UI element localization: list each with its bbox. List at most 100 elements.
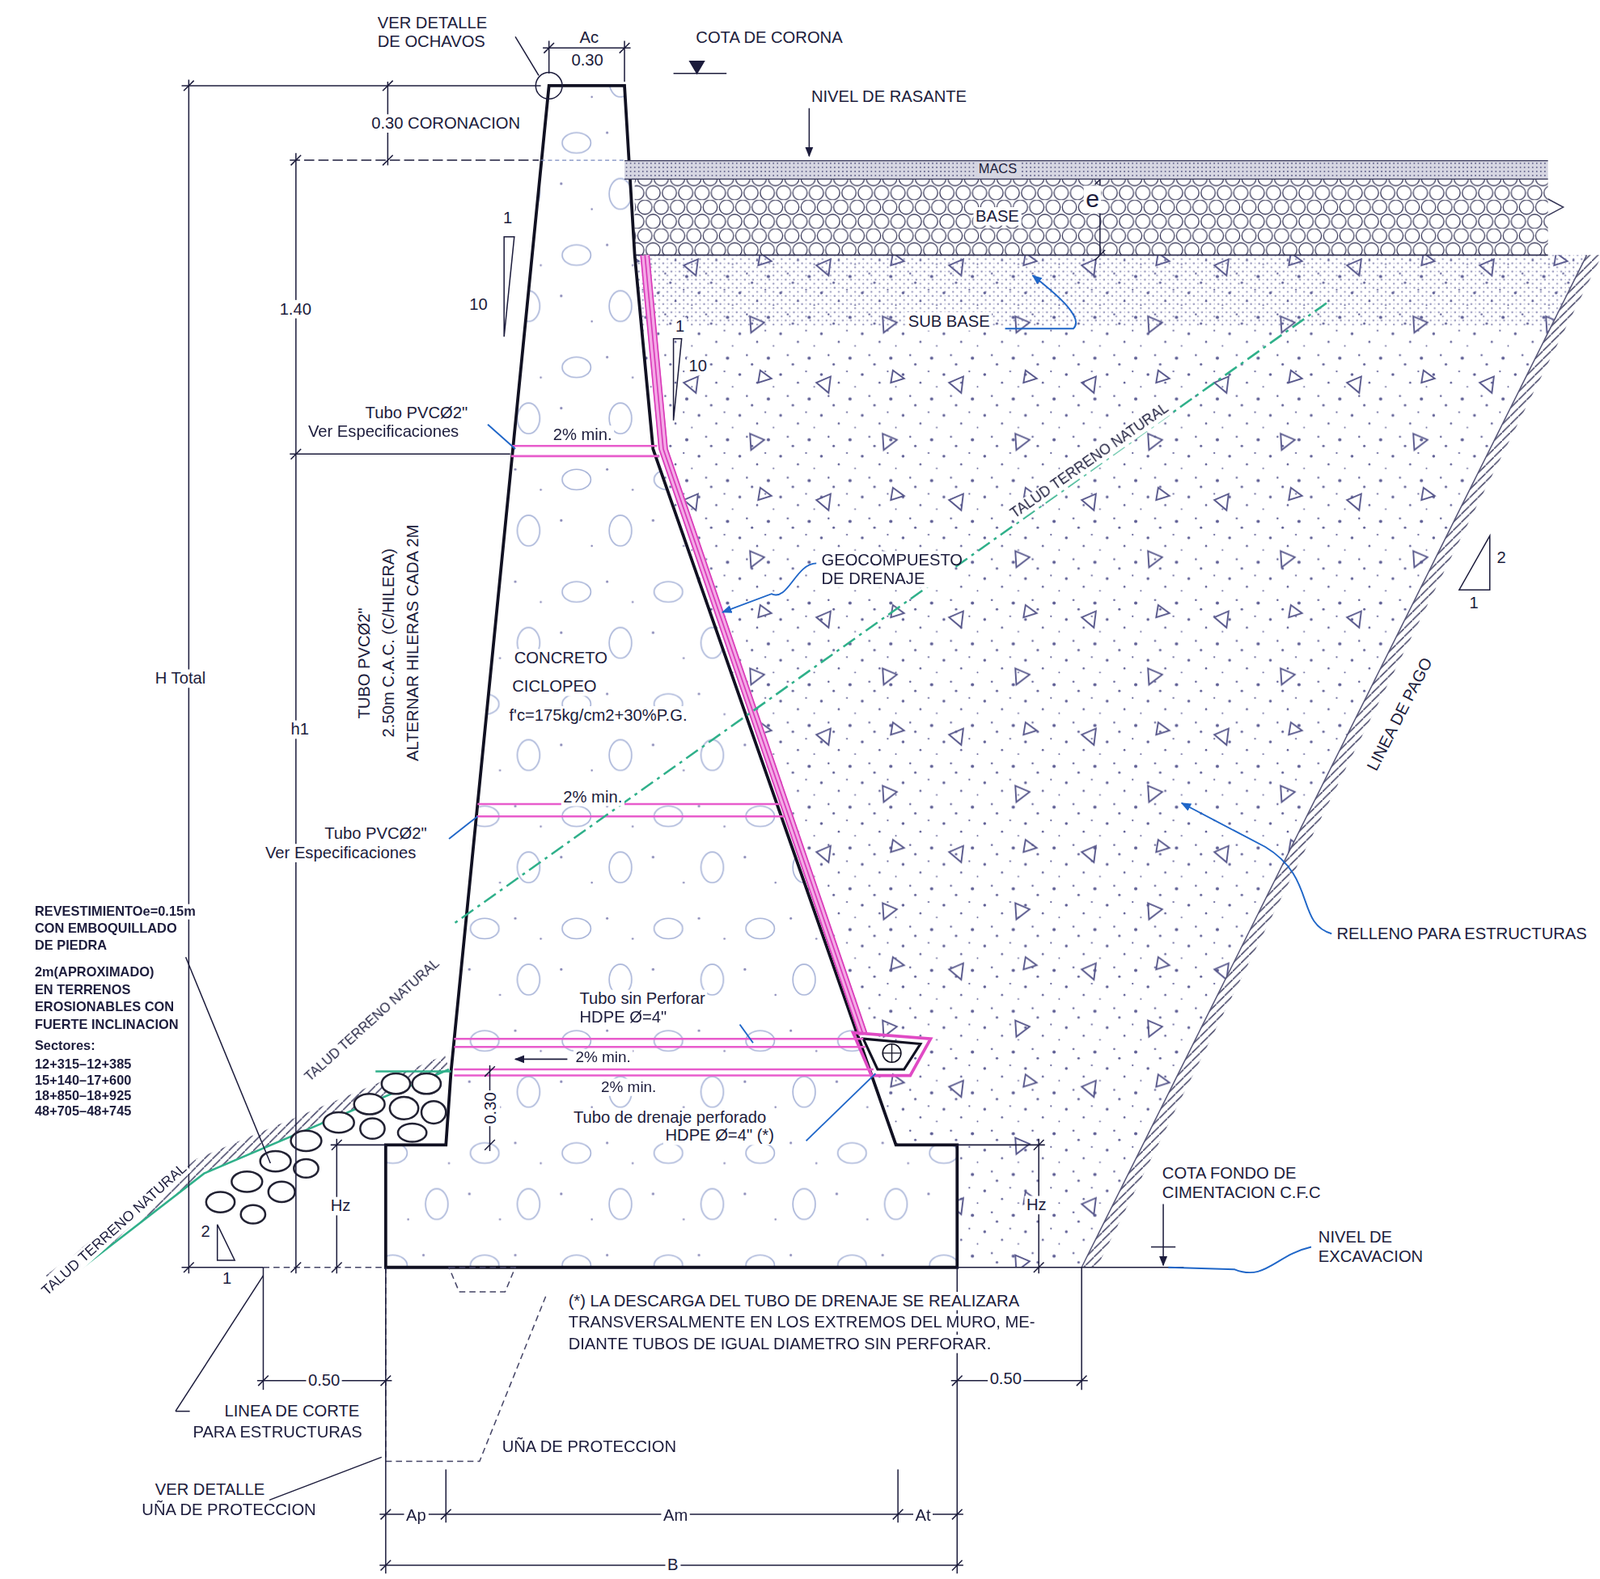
drawing-label: EXCAVACION: [1316, 1248, 1425, 1267]
pavement-layer: MACS: [624, 160, 1549, 180]
drawing-label: PARA ESTRUCTURAS: [190, 1423, 365, 1443]
drawing-label: B: [664, 1556, 681, 1575]
drain-geocomposite: [882, 1043, 902, 1063]
dimension-lines: [182, 1266, 264, 1269]
drawing-label: NIVEL DE RASANTE: [808, 87, 969, 106]
level-symbols: [673, 72, 728, 75]
level-symbols: [689, 61, 705, 74]
stone-riprap: [421, 1100, 446, 1124]
dimension-lines: [956, 1266, 1184, 1269]
drain-geocomposite: [863, 1038, 921, 1070]
slope-triangles: [1459, 535, 1490, 590]
drawing-label: 1: [500, 209, 514, 229]
base-layer: [634, 179, 1549, 255]
retaining-wall: [385, 85, 957, 1268]
drawing-label: VER DETALLE: [152, 1480, 267, 1499]
level-symbols: [535, 61, 1176, 1266]
retaining-wall: [385, 85, 957, 1268]
dimension-lines: [1080, 1267, 1083, 1390]
drawing-label: (*) LA DESCARGA DEL TUBO DE DRENAJE SE R…: [566, 1291, 1022, 1311]
drawing-label: 0.30: [481, 1090, 500, 1126]
retaining-wall: [385, 85, 957, 1268]
drawing-label: Tubo de drenaje perforado: [571, 1108, 768, 1127]
drawing-label: 10: [467, 296, 490, 315]
drawing-label: Tubo PVCØ2": [363, 404, 470, 424]
drawing-label: Ap: [404, 1506, 429, 1525]
drawing-label: Ver Especificaciones: [305, 422, 461, 441]
drawing-label: 2: [198, 1222, 212, 1241]
drawing-label: COTA DE CORONA: [694, 28, 845, 47]
drawing-label: 1: [673, 317, 687, 336]
drawing-label: HDPE Ø=4": [577, 1007, 669, 1027]
level-symbols: [1162, 1204, 1165, 1266]
drain-pipes: [477, 803, 781, 806]
drawing-label: 0.50: [987, 1369, 1024, 1389]
slope-triangles: [217, 237, 1490, 1261]
drain-geocomposite: [644, 254, 864, 1035]
leader-lines: [806, 1073, 877, 1141]
drawing-label: Hz: [1024, 1195, 1050, 1215]
dimension-lines: [548, 40, 551, 73]
dimension-lines: [289, 159, 539, 161]
drawing-label: Am: [660, 1506, 690, 1525]
dimension-lines: [258, 1375, 1087, 1386]
base-layer: [634, 179, 1549, 255]
drawing-label: 2% min.: [550, 425, 614, 445]
drawing-label: 0.30: [569, 50, 606, 70]
dimension-lines: [182, 40, 1185, 1574]
drawing-label: 15+140–17+600: [32, 1073, 134, 1088]
drain-pipes: [453, 1068, 873, 1071]
dimension-lines: [291, 155, 302, 1273]
drawing-label: VER DETALLE DE OCHAVOS: [375, 14, 500, 51]
drawing-label: 48+705–48+745: [32, 1104, 134, 1119]
stone-riprap: [231, 1171, 263, 1192]
drain-pipes: [453, 1037, 864, 1041]
drawing-label: EN TERRENOS: [32, 982, 133, 998]
pavement-layer: BASE: [634, 179, 1549, 255]
drain-geocomposite: [882, 1043, 902, 1063]
level-symbols: [1151, 1246, 1176, 1249]
layer-name: BASE: [973, 207, 1021, 225]
callout-leaders: [175, 1275, 263, 1412]
drawing-label: 2: [1494, 549, 1508, 568]
callout-leaders: [515, 36, 539, 76]
stone-riprap: [354, 1093, 386, 1114]
base-layer: [634, 179, 1564, 255]
dimension-lines: [262, 1267, 265, 1390]
stone-riprap: [375, 1070, 451, 1073]
drawing-label: UÑA DE PROTECCION: [499, 1437, 678, 1457]
callout-leaders: [269, 1456, 382, 1500]
leader-lines: [740, 1024, 754, 1044]
drawing-label: H Total: [152, 669, 208, 689]
drawing-label: REVESTIMIENTOe=0.15m: [32, 904, 198, 919]
drawing-label: EROSIONABLES CON: [32, 999, 176, 1015]
stone-riprap: [241, 1205, 266, 1224]
drawing-label: 1.40: [277, 300, 314, 319]
drawing-label: 18+850–18+925: [32, 1088, 134, 1104]
drain-geocomposite: [648, 254, 868, 1035]
slope-triangles: [217, 1224, 235, 1261]
drain-pipes: [511, 455, 660, 458]
stone-riprap: [206, 1191, 235, 1212]
drain-geocomposite: [640, 254, 860, 1035]
drawing-label: UÑA DE PROTECCION: [139, 1501, 318, 1520]
stone-riprap: [397, 1123, 427, 1143]
drain-pipes: [453, 1074, 873, 1077]
dimension-lines: [330, 1144, 386, 1147]
dimension-lines: [385, 1267, 387, 1574]
drawing-label: RELLENO PARA ESTRUCTURAS: [1334, 924, 1589, 944]
callout-leaders: [175, 1410, 191, 1413]
drain-pipes: [476, 815, 784, 818]
stone-riprap: [381, 1073, 411, 1094]
leader-lines: [1168, 1247, 1312, 1274]
drawing-label: 1: [220, 1269, 233, 1288]
dimension-lines: [956, 1144, 1045, 1147]
drawing-label: 2% min.: [598, 1078, 658, 1096]
drawing-label: GEOCOMPUESTO DE DRENAJE: [819, 550, 955, 588]
stone-riprap: [268, 1181, 296, 1203]
callout-leaders: [186, 956, 271, 1164]
drawing-label: Ver Especificaciones: [262, 843, 418, 863]
level-symbols: [808, 108, 811, 157]
drawing-label: DIANTE TUBOS DE IGUAL DIAMETRO SIN PERFO…: [566, 1334, 994, 1354]
